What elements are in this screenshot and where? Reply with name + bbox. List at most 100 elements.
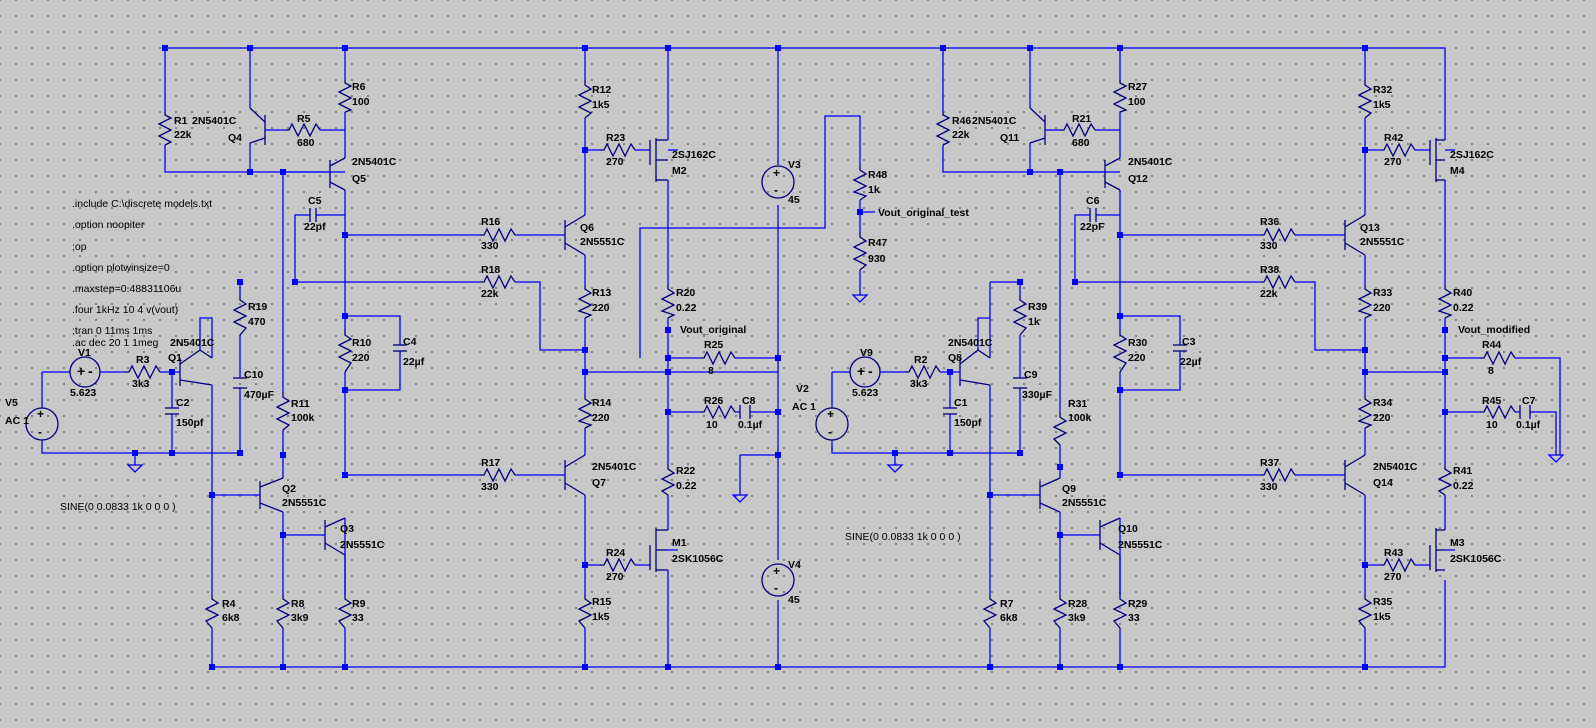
resistor-r18[interactable]: [480, 274, 516, 290]
transistor-q11[interactable]: [1029, 107, 1060, 145]
resistor-r3[interactable]: [125, 364, 161, 380]
label-c3-name: C3: [1182, 336, 1196, 348]
capacitor-c2[interactable]: [165, 400, 179, 430]
capacitor-c9[interactable]: [1013, 377, 1027, 389]
transistor-q3[interactable]: [310, 517, 346, 595]
resistor-r22[interactable]: [660, 465, 676, 496]
directive-noopiter[interactable]: .option noopiter: [72, 219, 145, 231]
label-r19-value: 470: [248, 316, 266, 328]
resistor-r38[interactable]: [1260, 274, 1296, 290]
resistor-r31[interactable]: [1052, 412, 1068, 446]
directive-ac[interactable]: .ac dec 20 1 1meg: [72, 337, 159, 349]
voltage-source-v1[interactable]: +-: [69, 356, 101, 388]
directive-four[interactable]: .four 1kHz 10 4 v(vout): [72, 304, 178, 316]
label-v5-name: V5: [5, 397, 18, 409]
resistor-r37[interactable]: [1260, 467, 1296, 483]
transistor-m3[interactable]: [1429, 528, 1445, 572]
voltage-source-v9[interactable]: +-: [849, 356, 881, 388]
transistor-m2[interactable]: [649, 138, 668, 182]
capacitor-c8[interactable]: [739, 405, 751, 419]
resistor-r8[interactable]: [275, 595, 291, 629]
resistor-r28[interactable]: [1052, 595, 1068, 629]
resistor-r35[interactable]: [1357, 595, 1373, 629]
voltage-source-v4[interactable]: +-: [761, 563, 795, 597]
label-q10-name: Q10: [1118, 523, 1138, 535]
transistor-m1[interactable]: [649, 528, 668, 572]
resistor-r32[interactable]: [1357, 80, 1373, 119]
transistor-q9[interactable]: [1039, 477, 1061, 513]
label-r36-name: R36: [1260, 216, 1279, 228]
transistor-q5[interactable]: [283, 129, 346, 191]
label-r13-value: 220: [592, 302, 610, 314]
resistor-r39[interactable]: [1012, 295, 1028, 336]
resistor-r29[interactable]: [1112, 595, 1128, 629]
transistor-q8[interactable]: [959, 349, 991, 386]
voltage-source-v5[interactable]: +-: [25, 407, 59, 441]
label-q8-model: 2N5401C: [948, 337, 993, 349]
capacitor-c7[interactable]: [1519, 405, 1531, 419]
transistor-q4[interactable]: [249, 107, 285, 145]
resistor-r16[interactable]: [480, 227, 516, 243]
directive-maxstep[interactable]: .maxstep=0.48831106u: [72, 283, 181, 295]
capacitor-c10[interactable]: [233, 377, 247, 389]
resistor-r43[interactable]: [1380, 557, 1416, 573]
directive-plotwinsize[interactable]: .option plotwinsize=0: [72, 262, 170, 274]
capacitor-c5[interactable]: [305, 208, 320, 222]
resistor-r11[interactable]: [275, 392, 291, 431]
transistor-m4[interactable]: [1429, 138, 1445, 182]
resistor-r23[interactable]: [600, 142, 636, 158]
resistor-r27[interactable]: [1112, 80, 1128, 113]
resistor-r26[interactable]: [700, 404, 736, 420]
capacitor-c3[interactable]: [1173, 332, 1187, 362]
resistor-r40[interactable]: [1437, 285, 1453, 319]
directive-tran[interactable]: ;tran 0 11ms 1ms: [72, 325, 152, 337]
resistor-r42[interactable]: [1380, 142, 1416, 158]
capacitor-c6[interactable]: [1085, 208, 1100, 222]
resistor-r33[interactable]: [1357, 285, 1373, 319]
resistor-r17[interactable]: [480, 467, 516, 483]
label-r22-name: R22: [676, 465, 695, 477]
resistor-r46[interactable]: [935, 112, 951, 146]
directive-include[interactable]: .include C:\discrete models.txt: [72, 198, 212, 210]
resistor-r34[interactable]: [1357, 395, 1373, 429]
resistor-r12[interactable]: [577, 80, 593, 119]
resistor-r20[interactable]: [660, 285, 676, 319]
transistor-q14[interactable]: [1344, 454, 1366, 496]
directive-op[interactable]: ;op: [72, 241, 87, 253]
resistor-r19[interactable]: [232, 295, 248, 336]
resistor-r25[interactable]: [700, 350, 736, 366]
resistor-r1[interactable]: [157, 112, 173, 146]
resistor-r36[interactable]: [1260, 227, 1296, 243]
label-r38-value: 22k: [1260, 288, 1278, 300]
transistor-q1[interactable]: [179, 349, 213, 386]
transistor-q2[interactable]: [259, 477, 284, 513]
resistor-r7[interactable]: [982, 595, 998, 629]
resistor-r5[interactable]: [285, 122, 321, 138]
resistor-r44[interactable]: [1480, 350, 1516, 366]
transistor-q7[interactable]: [560, 454, 586, 496]
voltage-source-v2[interactable]: +-: [815, 407, 849, 441]
resistor-r45[interactable]: [1480, 404, 1516, 420]
transistor-q6[interactable]: [564, 214, 586, 256]
resistor-r41[interactable]: [1437, 465, 1453, 496]
resistor-r13[interactable]: [577, 285, 593, 319]
transistor-q10[interactable]: [1090, 517, 1121, 595]
capacitor-c4[interactable]: [393, 332, 407, 362]
resistor-r30[interactable]: [1112, 330, 1128, 373]
transistor-q12[interactable]: [1060, 129, 1121, 191]
resistor-r4[interactable]: [204, 595, 220, 629]
resistor-r47[interactable]: [852, 232, 868, 271]
transistor-q13[interactable]: [1344, 214, 1366, 256]
resistor-r10[interactable]: [337, 330, 353, 373]
resistor-r21[interactable]: [1060, 122, 1096, 138]
resistor-r2[interactable]: [905, 364, 941, 380]
resistor-r9[interactable]: [337, 595, 353, 629]
voltage-source-v3[interactable]: +-: [761, 165, 795, 199]
resistor-r24[interactable]: [600, 557, 636, 573]
capacitor-c1[interactable]: [943, 400, 957, 430]
resistor-r6[interactable]: [337, 80, 353, 113]
resistor-r48[interactable]: [852, 165, 868, 201]
resistor-r15[interactable]: [577, 595, 593, 629]
label-r27-value: 100: [1128, 96, 1146, 108]
resistor-r14[interactable]: [577, 395, 593, 429]
